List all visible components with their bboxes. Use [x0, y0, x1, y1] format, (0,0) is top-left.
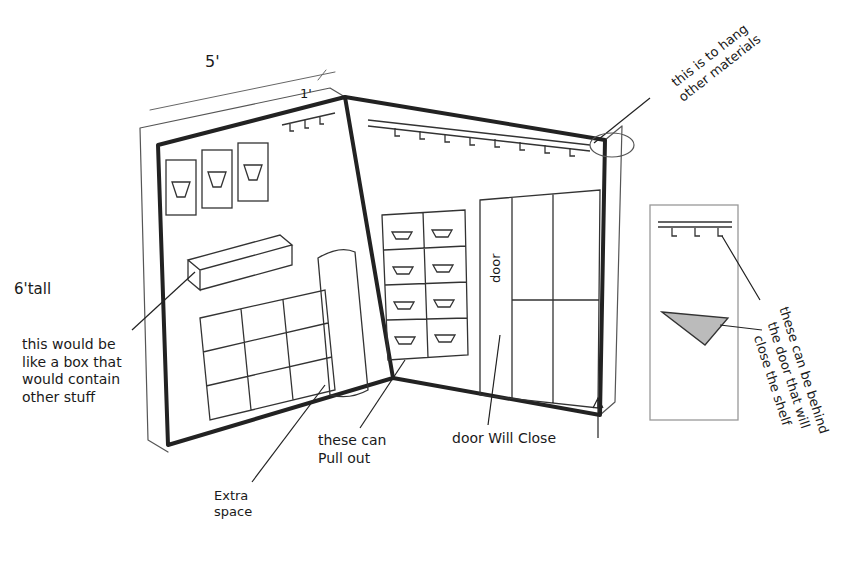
- handwritten-note: 1': [300, 86, 330, 102]
- handwritten-note: door Will Close: [452, 430, 602, 448]
- handwritten-note: this is to hang other materials: [654, 9, 776, 115]
- left-panel-parts: [166, 113, 368, 420]
- door-back-panel: [650, 205, 738, 420]
- handwritten-note: 5': [205, 52, 245, 72]
- handwritten-note: door: [488, 253, 504, 283]
- handwritten-note: Extra space: [214, 488, 289, 521]
- handwritten-note: these can be behind the door that will c…: [743, 301, 833, 449]
- handwritten-note: these can Pull out: [318, 432, 413, 467]
- cabinet-outline: [140, 70, 622, 452]
- handwritten-note: this would be like a box that would cont…: [22, 336, 134, 406]
- right-panel-parts: [368, 120, 600, 408]
- handwritten-note: 6'tall: [14, 280, 104, 299]
- leader-lines: [132, 98, 762, 482]
